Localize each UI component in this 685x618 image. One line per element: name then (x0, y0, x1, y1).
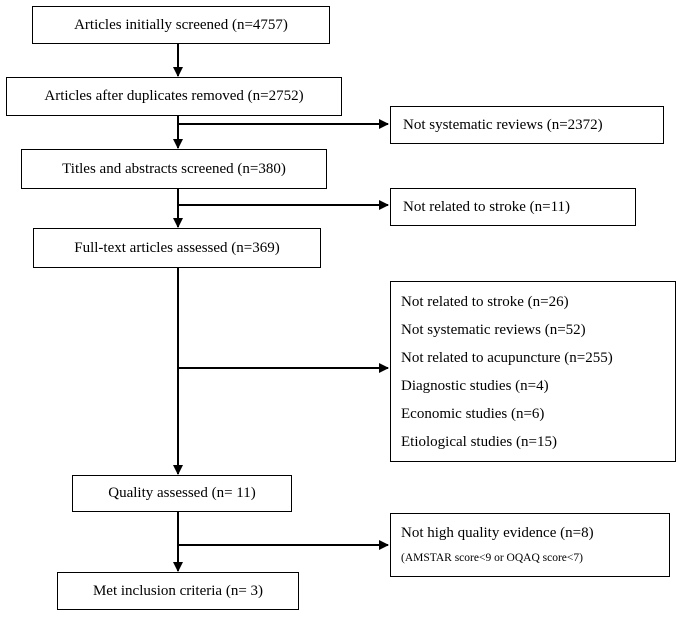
step-quality-assessed: Quality assessed (n= 11) (72, 475, 292, 512)
step-duplicates-removed: Articles after duplicates removed (n=275… (6, 77, 342, 116)
step-full-text: Full-text articles assessed (n=369) (33, 228, 321, 268)
exclusion-quality-note: (AMSTAR score<9 or OQAQ score<7) (401, 552, 583, 564)
exclusion-quality-label: Not high quality evidence (n=8) (401, 525, 594, 541)
step-titles-abstracts: Titles and abstracts screened (n=380) (21, 149, 327, 189)
exclusion-reason: Economic studies (n=6) (401, 406, 545, 422)
exclusion-reason: Not related to stroke (n=26) (401, 294, 569, 310)
exclusion-reason: Not systematic reviews (n=52) (401, 322, 586, 338)
exclusion-full-text-list: Not related to stroke (n=26) Not systema… (390, 281, 676, 462)
exclusion-quality: Not high quality evidence (n=8) (AMSTAR … (390, 513, 670, 577)
exclusion-not-stroke: Not related to stroke (n=11) (390, 188, 636, 226)
exclusion-reason: Diagnostic studies (n=4) (401, 378, 549, 394)
step-met-inclusion: Met inclusion criteria (n= 3) (57, 572, 299, 610)
step-initially-screened: Articles initially screened (n=4757) (32, 6, 330, 44)
exclusion-reason: Etiological studies (n=15) (401, 434, 557, 450)
exclusion-reason: Not related to acupuncture (n=255) (401, 350, 613, 366)
exclusion-not-systematic: Not systematic reviews (n=2372) (390, 106, 664, 144)
